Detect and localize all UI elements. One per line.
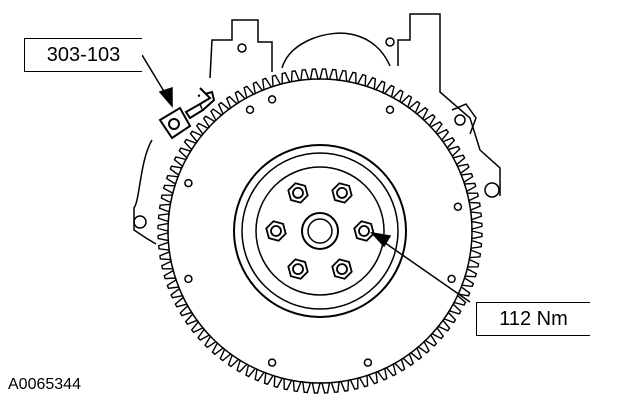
face-hole — [184, 274, 193, 284]
face-hole — [453, 202, 463, 211]
hex-bolt-center — [336, 186, 348, 199]
tool-number-label: 303-103 — [46, 44, 121, 66]
face-hole — [385, 105, 395, 115]
hex-bolt-center — [336, 263, 348, 276]
hex-bolt — [353, 220, 375, 242]
flywheel-face-holes — [184, 95, 463, 367]
flywheel-body — [167, 78, 473, 384]
tool-number-callout: 303-103 — [24, 38, 142, 72]
ring-gear-teeth — [157, 68, 483, 394]
face-hole — [184, 178, 193, 188]
hex-bolt-center — [358, 225, 370, 237]
holding-tool-303-103 — [158, 87, 216, 140]
hex-bolt — [287, 258, 309, 280]
ring-gear-path — [157, 68, 483, 394]
face-hole — [267, 358, 277, 367]
leader-lines — [141, 54, 471, 303]
hex-bolt — [331, 258, 353, 280]
flywheel-bolts — [265, 182, 375, 280]
face-hole — [267, 95, 277, 104]
figure-id: A0065344 — [8, 376, 81, 393]
hex-bolt-center — [292, 186, 304, 199]
torque-label: 112 Nm — [499, 308, 568, 330]
torque-callout: 112 Nm — [476, 302, 590, 336]
hex-bolt — [287, 182, 309, 204]
hex-bolt-center — [270, 225, 282, 237]
engine-block-outline — [133, 13, 501, 245]
face-hole — [363, 358, 373, 367]
hex-bolt-center — [292, 263, 304, 276]
face-hole — [447, 274, 456, 284]
hex-bolt — [265, 220, 287, 242]
hex-bolt — [331, 182, 353, 204]
face-hole — [245, 105, 255, 115]
